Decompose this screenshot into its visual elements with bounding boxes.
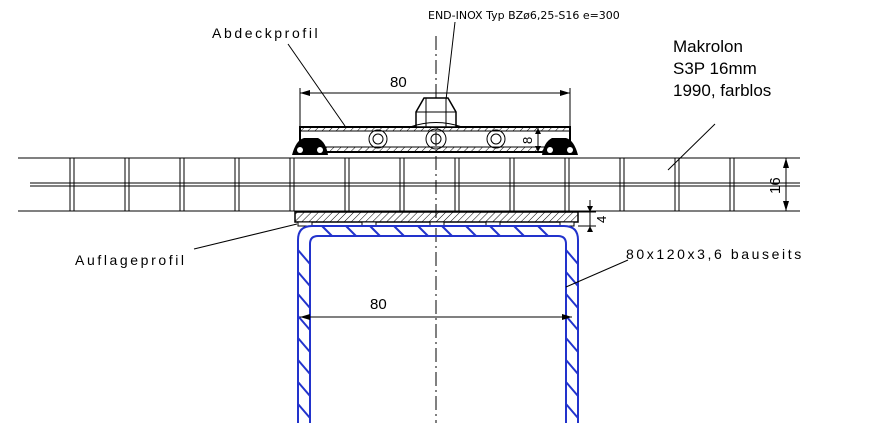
- leader-cover-profile: [287, 43, 346, 127]
- screw-head: [409, 97, 463, 128]
- support-profile: [294, 211, 579, 227]
- leader-sheet: [667, 123, 716, 171]
- label-sheet-line2: S3P 16mm: [673, 59, 757, 78]
- left-gasket: [292, 138, 328, 155]
- label-cover-profile: Abdeckprofil: [212, 25, 320, 41]
- dimension-cover-width: [299, 88, 571, 128]
- dimension-cover-height-label: 8: [520, 137, 535, 144]
- dimension-sheet-thickness-label: 16: [767, 177, 784, 194]
- label-screw: END-INOX Typ BZø6,25-S16 e=300: [428, 9, 620, 22]
- dimension-support-height: [578, 200, 596, 232]
- label-steel-tube: 80x120x3,6 bauseits: [626, 246, 804, 262]
- leader-steel-tube: [565, 259, 629, 288]
- dimension-tube-width-label: 80: [370, 296, 387, 313]
- right-gasket: [542, 138, 578, 155]
- dimension-tube-width: [300, 314, 572, 320]
- polycarbonate-sheet: [18, 157, 800, 212]
- label-support-profile: Auflageprofil: [75, 252, 187, 268]
- label-sheet-line1: Makrolon: [673, 37, 743, 56]
- cover-profile: [292, 126, 578, 155]
- dimension-support-height-label: 4: [594, 216, 609, 223]
- label-sheet-line3: 1990, farblos: [673, 81, 771, 100]
- leader-support-profile: [193, 223, 298, 250]
- dimension-cover-height: [535, 128, 541, 152]
- leader-screw: [445, 21, 456, 101]
- dimension-cover-width-label: 80: [390, 74, 407, 91]
- steel-tube: [297, 225, 579, 423]
- dimension-sheet-thickness: [780, 157, 800, 212]
